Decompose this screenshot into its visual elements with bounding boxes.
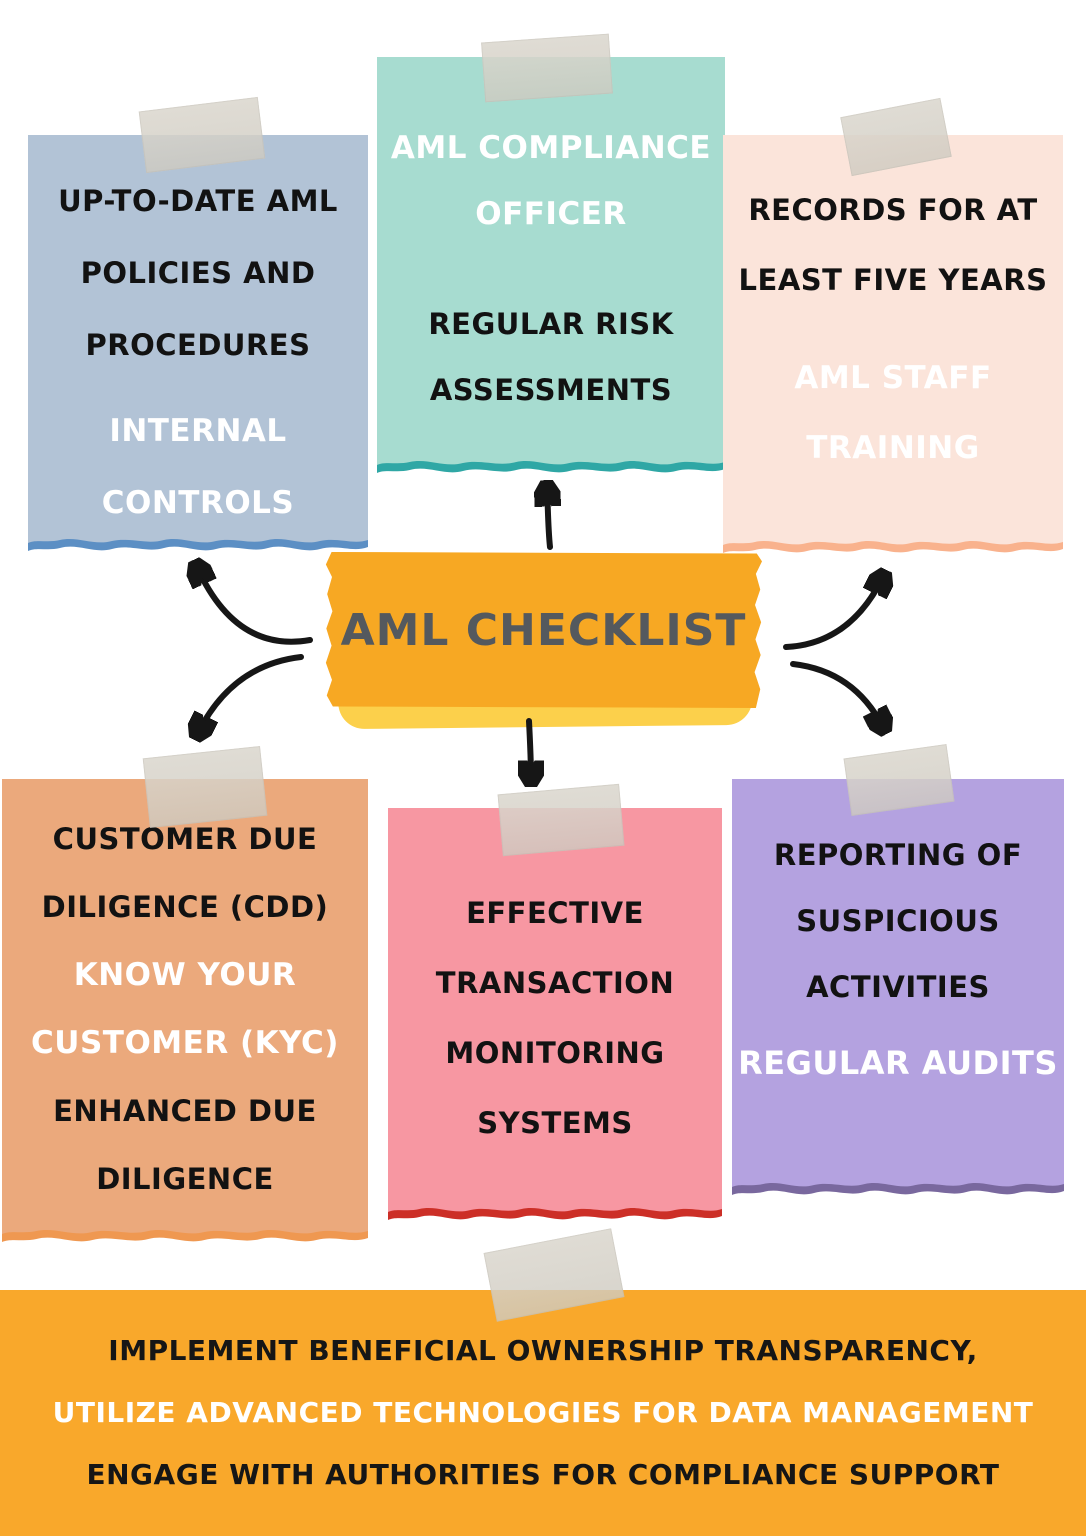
- note-line: EFFECTIVE: [466, 896, 644, 930]
- note-line: SUSPICIOUS: [796, 904, 1000, 938]
- note-line: CONTROLS: [101, 485, 295, 521]
- note-line: ENHANCED DUE: [53, 1094, 317, 1128]
- note-background: [732, 779, 1064, 1181]
- tape-icon: [142, 746, 268, 828]
- center-title-banner: AML CHECKLIST: [325, 552, 762, 708]
- note-background: [377, 57, 725, 459]
- note-background: [388, 808, 722, 1206]
- note-record-keeping: RECORDS FOR AT LEAST FIVE YEARS AML STAF…: [723, 135, 1063, 561]
- torn-edge: [388, 1202, 722, 1220]
- note-line: AML COMPLIANCE: [390, 130, 712, 166]
- note-customer-due-diligence: CUSTOMER DUE DILIGENCE (CDD) KNOW YOUR C…: [2, 779, 368, 1250]
- note-line: REGULAR AUDITS: [738, 1044, 1058, 1082]
- note-line: PROCEDURES: [85, 328, 311, 362]
- note-line: KNOW YOUR: [73, 957, 297, 993]
- note-line: ACTIVITIES: [806, 970, 990, 1004]
- arrow-down-icon: [529, 718, 531, 779]
- note-line: REGULAR RISK: [428, 307, 674, 341]
- note-aml-policies: UP-TO-DATE AML POLICIES AND PROCEDURES I…: [28, 135, 368, 559]
- note-line: SYSTEMS: [477, 1106, 633, 1140]
- note-line: CUSTOMER (KYC): [31, 1025, 339, 1061]
- note-line: OFFICER: [475, 196, 627, 232]
- arrow-up-icon: [547, 488, 550, 550]
- poster-title: AML CHECKLIST: [340, 604, 747, 656]
- note-line: POLICIES AND: [80, 256, 316, 290]
- note-line: CUSTOMER DUE: [52, 822, 318, 856]
- note-compliance-officer: AML COMPLIANCE OFFICER REGULAR RISK ASSE…: [377, 57, 725, 481]
- torn-edge: [2, 1224, 368, 1242]
- note-background: [28, 135, 368, 537]
- note-line: DILIGENCE (CDD): [41, 890, 329, 924]
- footer-banner: IMPLEMENT BENEFICIAL OWNERSHIP TRANSPARE…: [0, 1290, 1086, 1536]
- note-line: ASSESSMENTS: [429, 373, 673, 407]
- note-line: LEAST FIVE YEARS: [738, 263, 1048, 297]
- arrow-lower-left-icon: [198, 654, 304, 733]
- note-line: TRANSACTION: [435, 966, 675, 1000]
- footer-line: UTILIZE ADVANCED TECHNOLOGIES FOR DATA M…: [52, 1396, 1034, 1429]
- torn-edge: [28, 533, 368, 551]
- note-background: [723, 135, 1063, 539]
- note-line: INTERNAL: [109, 413, 287, 449]
- arrow-upper-right-icon: [783, 577, 883, 650]
- note-transaction-monitoring: EFFECTIVE TRANSACTION MONITORING SYSTEMS: [388, 808, 722, 1228]
- tape-icon: [497, 783, 625, 857]
- torn-edge: [723, 535, 1063, 553]
- torn-edge: [732, 1177, 1064, 1195]
- note-suspicious-activity-reporting: REPORTING OF SUSPICIOUS ACTIVITIES REGUL…: [732, 779, 1064, 1203]
- note-line: REPORTING OF: [773, 838, 1023, 872]
- arrow-upper-left-icon: [197, 567, 313, 645]
- note-line: DILIGENCE: [96, 1162, 274, 1196]
- note-line: UP-TO-DATE AML: [58, 184, 338, 218]
- note-background: [2, 779, 368, 1228]
- torn-edge: [377, 455, 725, 473]
- footer-line: ENGAGE WITH AUTHORITIES FOR COMPLIANCE S…: [86, 1458, 1000, 1491]
- footer-line: IMPLEMENT BENEFICIAL OWNERSHIP TRANSPARE…: [108, 1334, 978, 1367]
- note-line: TRAINING: [806, 430, 980, 466]
- note-line: AML STAFF: [794, 360, 992, 396]
- note-line: MONITORING: [445, 1036, 665, 1070]
- tape-icon: [481, 33, 613, 103]
- arrow-lower-right-icon: [790, 661, 883, 727]
- note-line: RECORDS FOR AT: [748, 193, 1038, 227]
